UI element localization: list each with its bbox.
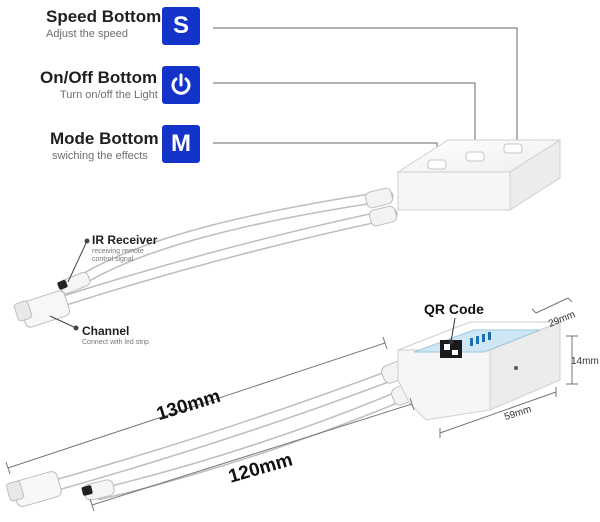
mode-button-title: Mode Bottom bbox=[50, 129, 159, 148]
channel-subtitle: Connect with led strip bbox=[82, 339, 149, 346]
top-controller bbox=[396, 139, 562, 211]
onoff-button-title: On/Off Bottom bbox=[40, 68, 158, 87]
ir-receiver-subtitle-1: receiving remote bbox=[92, 248, 144, 255]
qr-code-title: QR Code bbox=[424, 301, 484, 317]
mode-button-subtitle: swiching the effects bbox=[52, 150, 148, 162]
ir-receiver-subtitle-2: control signal bbox=[92, 256, 134, 263]
channel-leader bbox=[49, 315, 79, 331]
mode-m-icon: M bbox=[162, 125, 200, 163]
onoff-button-subtitle: Turn on/off the Light bbox=[60, 89, 158, 101]
power-icon bbox=[162, 66, 200, 104]
channel-title: Channel bbox=[82, 324, 130, 338]
top-cables bbox=[13, 187, 398, 328]
speed-button-subtitle: Adjust the speed bbox=[46, 28, 128, 40]
speed-s-icon: S bbox=[162, 7, 200, 45]
dimension-lines bbox=[5, 297, 578, 512]
speed-button-title: Speed Bottom bbox=[46, 7, 162, 26]
ir-receiver-title: IR Receiver bbox=[92, 233, 158, 247]
bottom-cables bbox=[6, 358, 423, 507]
qr-leader bbox=[448, 317, 456, 345]
ir-leader bbox=[67, 238, 90, 283]
bottom-module bbox=[397, 321, 561, 421]
dimension-height: 14mm bbox=[571, 356, 599, 367]
